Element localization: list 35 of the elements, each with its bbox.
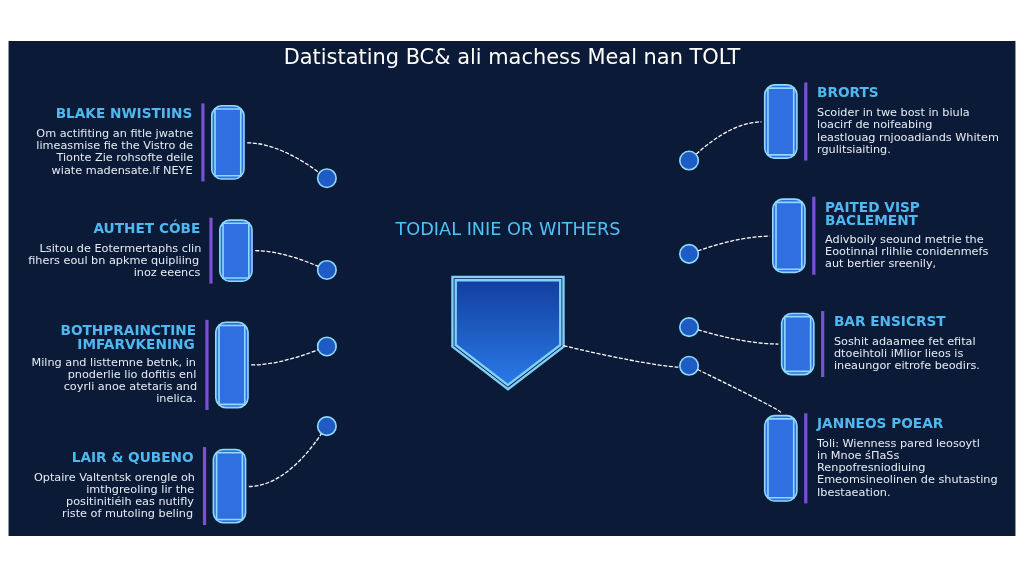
node-label: AUTHET CÓBE	[93, 219, 201, 236]
node-label: LAIR & QUBENO	[71, 448, 194, 465]
node-label: Om actifiting an fitle jwatne limeasmise fie the Vistro de Tionte Zie rohsofte deile wiate madensate.lf NEYE	[36, 126, 194, 177]
label: TODIAL INIE OR WITHERS	[395, 218, 621, 239]
node-circle	[316, 415, 337, 436]
connector	[697, 235, 771, 252]
connector	[562, 344, 681, 368]
node-label: Lsitou de Eotermertaphs clin fihers eoul bn apkme quipliing inoz eeencs	[28, 241, 202, 279]
node-label: BOTHPRAINCTINE IMFARVKENING	[60, 321, 197, 352]
node-circle	[679, 243, 700, 264]
node-label: BLAKE NWISTIINS	[55, 104, 193, 121]
node-label: Adivboily seound metrie the Eootinnal rlihlie conidenmefs aut bertier sreenily,	[825, 232, 989, 270]
node-circle	[679, 316, 700, 337]
connector	[248, 432, 322, 487]
node-label: Milng and listtemne betnk, in pnoderlie lio dofitis enl coyrli anoe atetaris and inelica.	[31, 355, 198, 405]
node-label: JANNEOS POEAR	[817, 414, 944, 431]
node-circle	[316, 335, 337, 356]
node-label: Toli: Wienness pared leosoytl in Mnoe śΠaSs Renpofresniodiuing Emeomsineolinen de shutasting Ibestaeation.	[817, 436, 998, 499]
connector	[695, 120, 763, 155]
connector	[254, 249, 319, 267]
diagram-title: Datistating BC& ali machess Meal nan TOLT	[283, 44, 741, 69]
connector	[697, 368, 782, 413]
connector	[246, 141, 320, 173]
connector	[250, 348, 319, 366]
node-label: BAR ENSICRST	[833, 312, 946, 329]
node-label: PAITED VISP BACLEMENT	[825, 198, 920, 228]
node-label: Scoider in twe bost in biula loacirf de noifeabing leastlouag rnjooadiands Whitem rgulitsiaiting.	[817, 105, 999, 156]
node-label: BRORTS	[817, 83, 879, 100]
node-circle	[316, 259, 337, 280]
node-circle	[679, 355, 700, 376]
connector	[697, 328, 780, 345]
node-label: Soshit adaamee fet efital dtoeihtoli iMlior lieos is ineaungor eitrofe beodirs.	[833, 334, 980, 372]
node-circle	[679, 149, 700, 171]
node-label: Optaire Valtentsk orengle oh imthgreoling lir the positinitiéih eas nutifly riste of mutoling beling	[33, 470, 195, 520]
node-circle	[316, 167, 337, 188]
